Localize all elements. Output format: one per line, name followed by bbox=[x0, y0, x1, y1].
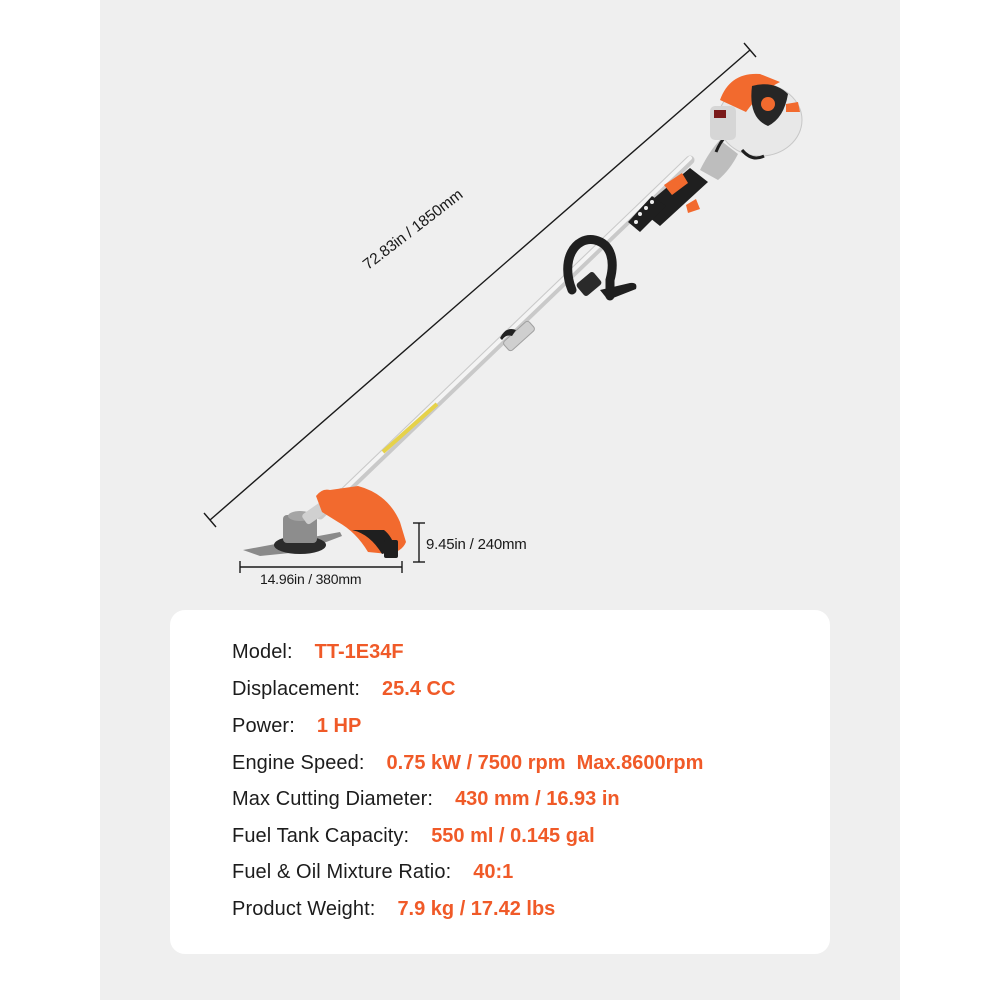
spec-label: Product Weight: bbox=[232, 898, 376, 920]
spec-row-engine-speed: Engine Speed: 0.75 kW / 7500 rpm Max.8600… bbox=[232, 751, 703, 775]
throttle-grip bbox=[628, 168, 708, 232]
spec-label: Fuel Tank Capacity: bbox=[232, 825, 410, 847]
spec-row-model: Model: TT-1E34F bbox=[232, 640, 404, 664]
spec-card: Model: TT-1E34F Displacement: 25.4 CC Powe… bbox=[170, 610, 830, 954]
spec-label: Engine Speed: bbox=[232, 752, 365, 774]
spec-value: 430 mm / 16.93 in bbox=[455, 788, 620, 810]
spec-value: 1 HP bbox=[316, 715, 362, 737]
head-width-label: 14.96in / 380mm bbox=[260, 571, 362, 587]
spec-row-displacement: Displacement: 25.4 CC bbox=[232, 677, 455, 701]
spec-value: 40:1 bbox=[473, 861, 514, 883]
trimmer-head bbox=[243, 486, 406, 558]
spec-label: Model: bbox=[232, 641, 293, 663]
length-dimension-line bbox=[203, 42, 757, 528]
spec-row-weight: Product Weight: 7.9 kg / 17.42 lbs bbox=[232, 897, 555, 921]
spec-value: 25.4 CC bbox=[382, 678, 456, 700]
spec-row-fuel-tank: Fuel Tank Capacity: 550 ml / 0.145 gal bbox=[232, 824, 595, 848]
spec-row-mixture-ratio: Fuel & Oil Mixture Ratio: 40:1 bbox=[232, 860, 513, 884]
spec-label: Power: bbox=[232, 715, 295, 737]
spec-row-cutting-diameter: Max Cutting Diameter: 430 mm / 16.93 in bbox=[232, 787, 620, 811]
spec-label: Max Cutting Diameter: bbox=[232, 788, 434, 810]
spec-value: 0.75 kW / 7500 rpm Max.8600rpm bbox=[386, 752, 704, 774]
shaft-coupler bbox=[500, 320, 535, 352]
product-figure: 72.83in / 1850mm 9.45in / 240mm 14.96in … bbox=[203, 42, 803, 587]
engine bbox=[700, 73, 803, 180]
spec-row-power: Power: 1 HP bbox=[232, 714, 361, 738]
spec-label: Fuel & Oil Mixture Ratio: bbox=[232, 861, 452, 883]
height-dimension-line bbox=[413, 522, 425, 563]
width-dimension-line bbox=[239, 561, 403, 573]
head-height-label: 9.45in / 240mm bbox=[426, 536, 527, 553]
spec-value: TT-1E34F bbox=[314, 641, 404, 663]
spec-value: 550 ml / 0.145 gal bbox=[431, 825, 595, 847]
spec-label: Displacement: bbox=[232, 678, 361, 700]
trimmer-illustration bbox=[203, 42, 803, 573]
d-handle bbox=[563, 235, 637, 301]
spec-value: 7.9 kg / 17.42 lbs bbox=[397, 898, 556, 920]
